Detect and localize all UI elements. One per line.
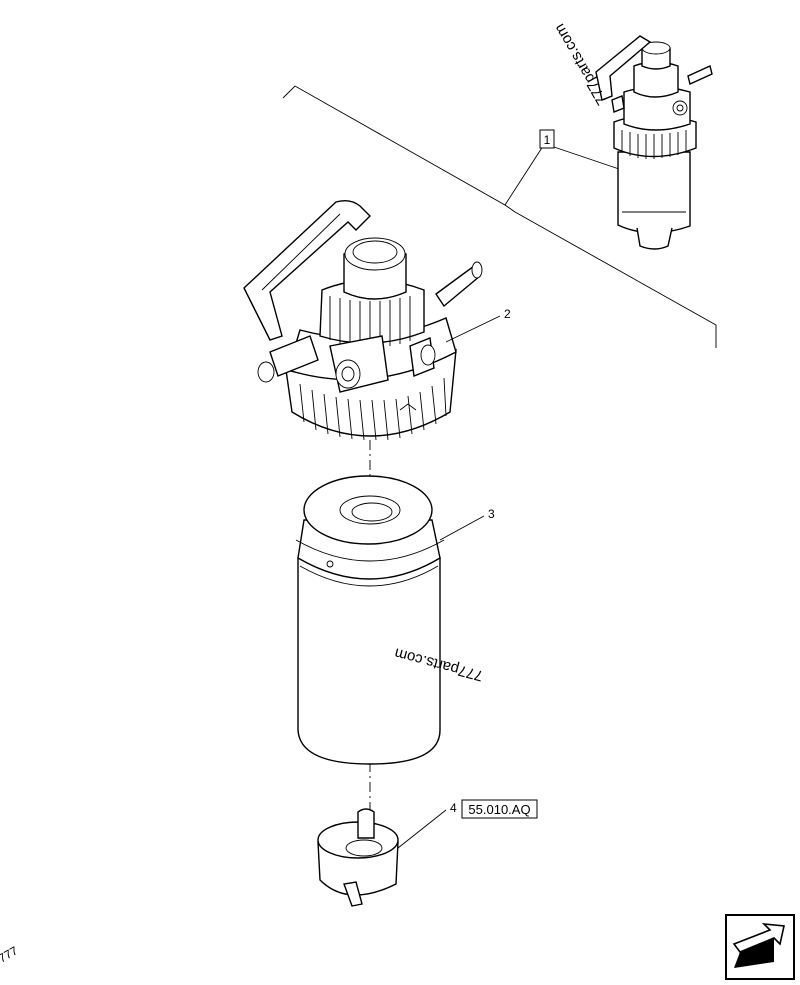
drain-cup — [317, 808, 399, 907]
callout-4-label: 4 — [450, 801, 457, 815]
callout-1-label: 1 — [544, 133, 551, 147]
assembled-filter-thumbnail — [595, 35, 713, 250]
filter-head — [243, 199, 483, 441]
callout-1: 1 — [539, 129, 555, 149]
reference-box[interactable]: 55.010.AQ — [461, 799, 538, 819]
callout-2-label: 2 — [504, 307, 511, 321]
assembly-bracket — [282, 85, 717, 348]
watermark-edge: 777 — [0, 943, 20, 965]
callout-3-label: 3 — [488, 507, 495, 521]
watermark-top: 777parts.com — [551, 21, 611, 108]
filter-cartridge — [295, 475, 445, 765]
leader-lines — [397, 315, 501, 849]
reference-code: 55.010.AQ — [468, 802, 530, 817]
arrow-icon[interactable] — [725, 914, 795, 980]
